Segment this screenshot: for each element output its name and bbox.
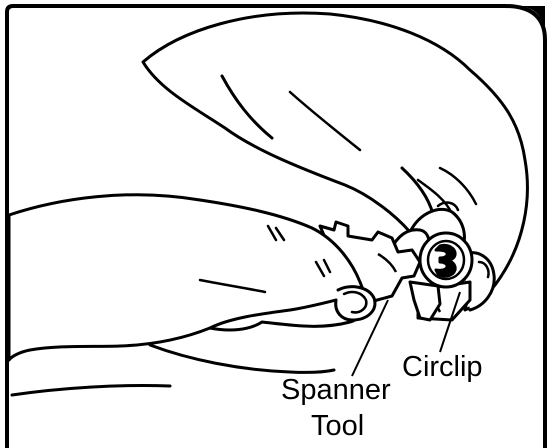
circlip-ring: [436, 245, 455, 276]
spanner-tool-label-line2: Tool: [311, 410, 364, 442]
spanner-tool-label-line1: Spanner: [281, 374, 391, 406]
circlip-label: Circlip: [402, 351, 483, 383]
